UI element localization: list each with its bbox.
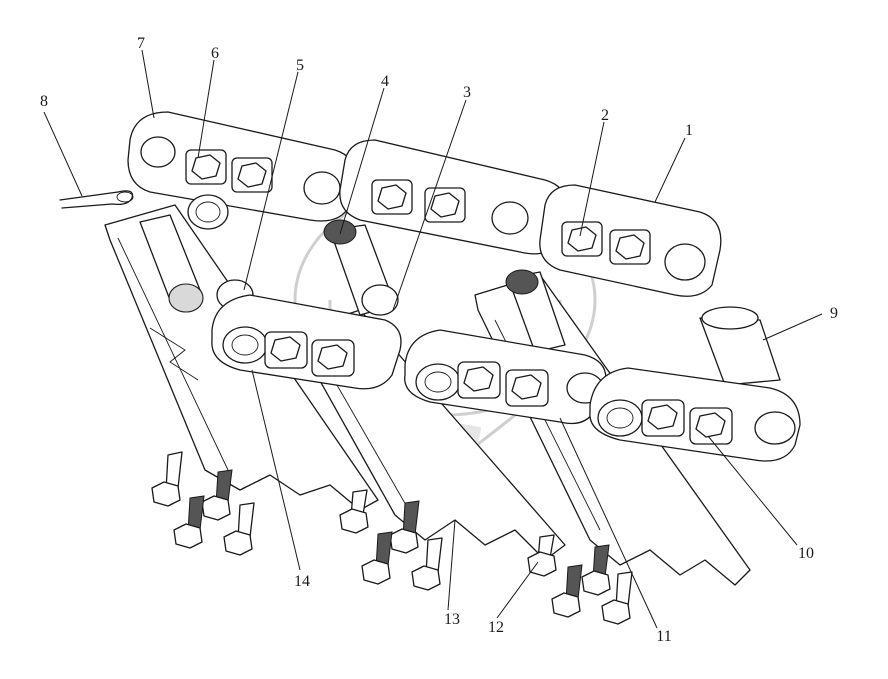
link-upper-middle	[339, 139, 568, 255]
callout-6: 6	[211, 45, 219, 62]
bolt	[223, 502, 255, 556]
bolt	[389, 500, 420, 554]
bolt	[581, 544, 611, 596]
callout-4: 4	[381, 73, 389, 90]
bolt	[339, 489, 369, 534]
callout-8: 8	[40, 93, 48, 110]
leader-lines	[43, 49, 823, 629]
callout-1: 1	[685, 122, 693, 139]
bolt	[551, 564, 583, 618]
callout-7: 7	[137, 35, 145, 52]
bolt	[151, 451, 183, 507]
link-lower-right	[589, 367, 801, 462]
cotter-pin	[59, 190, 134, 209]
bolt	[173, 495, 205, 549]
bolt	[201, 469, 233, 521]
bolt	[361, 531, 393, 585]
bolt	[411, 537, 443, 591]
link-lower-middle	[404, 329, 607, 425]
callout-9: 9	[830, 305, 838, 322]
callout-13: 13	[444, 611, 460, 628]
link-lower-left	[211, 294, 402, 390]
bolt	[601, 571, 633, 625]
callouts: 1 2 3 4 5 6 7 8 9 10 11 12 13 14	[40, 35, 838, 645]
callout-5: 5	[296, 57, 304, 74]
bushings	[139, 194, 781, 386]
callout-11: 11	[656, 628, 671, 645]
callout-14: 14	[294, 573, 310, 590]
callout-3: 3	[463, 84, 471, 101]
bolt	[527, 534, 557, 577]
callout-12: 12	[488, 619, 504, 636]
callout-2: 2	[601, 107, 609, 124]
callout-10: 10	[798, 545, 814, 562]
link-upper-right	[539, 184, 722, 297]
bolts	[151, 451, 633, 625]
link-upper-left	[127, 111, 357, 222]
